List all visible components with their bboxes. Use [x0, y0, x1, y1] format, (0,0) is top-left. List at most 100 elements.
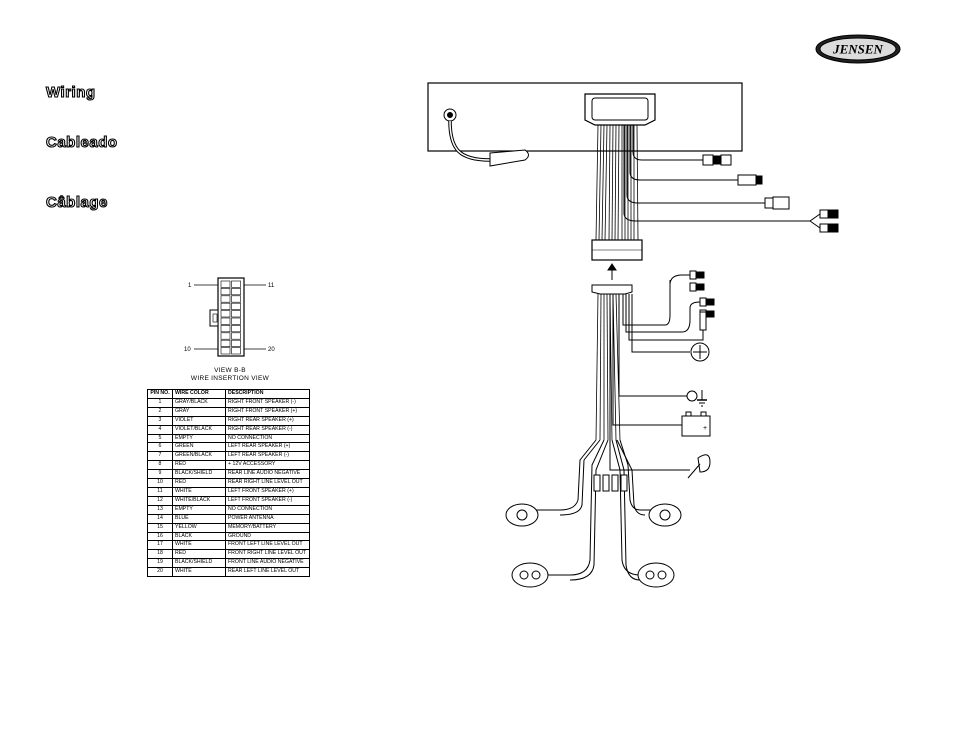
pin-number-cell: 10	[147, 478, 173, 488]
description-cell: FRONT LEFT LINE LEVEL OUT	[225, 540, 310, 551]
battery	[681, 415, 711, 437]
svg-text:+: +	[703, 425, 707, 432]
pin-number-cell: 6	[147, 442, 173, 453]
speaker-rear-left	[511, 562, 549, 588]
wire-color-cell: WHITE	[172, 486, 226, 497]
pin-number-cell: 2	[147, 406, 173, 417]
pin-number-cell: 1	[147, 397, 173, 408]
jensen-logo: JENSEN	[815, 34, 901, 64]
wire-color-cell: WHITE	[172, 540, 226, 551]
wire-color-cell: BLUE	[172, 513, 226, 524]
wire-color-cell: BLACK/SHIELD	[172, 558, 226, 569]
view-caption-line2: WIRE INSERTION VIEW	[190, 375, 270, 382]
description-cell: LEFT FRONT SPEAKER (+)	[225, 486, 310, 497]
ground-terminal	[686, 390, 698, 402]
pin-label-20: 20	[268, 347, 275, 353]
wire-color-cell: WHITE	[172, 567, 226, 578]
description-cell: RIGHT FRONT SPEAKER (-)	[225, 397, 310, 408]
connector-pin-cell	[231, 295, 241, 303]
description-cell: REAR LEFT LINE LEVEL OUT	[225, 567, 310, 578]
connector-pin-cell	[220, 347, 231, 355]
connector-pin-cell	[220, 325, 231, 333]
connector-pin-cell	[220, 332, 231, 340]
description-cell: RIGHT REAR SPEAKER (-)	[225, 424, 310, 435]
wire-color-cell: RED	[172, 478, 226, 488]
harness-housing	[584, 93, 656, 126]
description-cell: LEFT FRONT SPEAKER (-)	[225, 495, 310, 506]
connector-pin-cell	[220, 310, 231, 318]
pin-table-header: PIN NO. WIRE COLOR DESCRIPTION	[147, 389, 310, 399]
connector-pin-cell	[220, 280, 231, 288]
pin-label-10: 10	[184, 347, 191, 353]
wire-color-cell: WHITE/BLACK	[172, 495, 226, 506]
wire-color-cell: GREEN	[172, 442, 226, 453]
pin-number-cell: 20	[147, 567, 173, 578]
pin-number-cell: 11	[147, 486, 173, 497]
pin-number-cell: 16	[147, 531, 173, 542]
pin-number-cell: 4	[147, 424, 173, 435]
description-cell: REAR LINE AUDIO NEGATIVE	[225, 469, 310, 480]
head-unit	[427, 82, 743, 152]
pin-number-cell: 7	[147, 451, 173, 462]
wire-color-cell: VIOLET	[172, 415, 226, 426]
pin-number-cell: 3	[147, 415, 173, 426]
description-cell: LEFT REAR SPEAKER (-)	[225, 451, 310, 462]
header-pin-no: PIN NO.	[147, 389, 173, 399]
description-cell: RIGHT FRONT SPEAKER (+)	[225, 406, 310, 417]
heading-cableado: Cableado	[45, 133, 118, 151]
wire-color-cell: GREEN/BLACK	[172, 451, 226, 462]
pin-number-cell: 13	[147, 504, 173, 515]
description-cell: POWER ANTENNA	[225, 513, 310, 524]
pin-number-cell: 12	[147, 495, 173, 506]
connector-pin-cell	[220, 288, 231, 296]
wire-color-cell: GRAY	[172, 406, 226, 417]
connector-pin-cell	[231, 317, 241, 325]
pin-label-11: 11	[268, 283, 275, 289]
wire-color-cell: BLACK/SHIELD	[172, 469, 226, 480]
description-cell: LEFT REAR SPEAKER (+)	[225, 442, 310, 453]
heading-cablage: Câblage	[45, 193, 108, 211]
brand-text: JENSEN	[832, 42, 883, 57]
connector-pin-cell	[231, 325, 241, 333]
connector-pin-cell	[231, 310, 241, 318]
description-cell: FRONT LINE AUDIO NEGATIVE	[225, 558, 310, 569]
connector-pin-cell	[231, 280, 241, 288]
connector-pin-cell	[231, 302, 241, 310]
connector-pin-cell	[220, 339, 231, 347]
description-cell: REAR RIGHT LINE LEVEL OUT	[225, 478, 310, 488]
wire-color-cell: YELLOW	[172, 522, 226, 533]
view-caption: VIEW B-B WIRE INSERTION VIEW	[150, 367, 310, 383]
wire-color-cell: EMPTY	[172, 433, 226, 444]
description-cell: GROUND	[225, 531, 310, 542]
pin-number-cell: 5	[147, 433, 173, 444]
connector-pin-cell	[220, 317, 231, 325]
pin-number-cell: 14	[147, 513, 173, 524]
pin-number-cell: 18	[147, 549, 173, 560]
connector-pin-cell	[231, 339, 241, 347]
mating-plug	[591, 284, 633, 295]
view-caption-line1: VIEW B-B	[214, 367, 246, 374]
connector-pin-cell	[220, 302, 231, 310]
wire-color-cell: RED	[172, 549, 226, 560]
header-wire-color: WIRE COLOR	[172, 389, 226, 399]
pin-number-cell: 9	[147, 469, 173, 480]
connector-pin-view: 1 11 10 20	[184, 277, 275, 357]
description-cell: NO CONNECTION	[225, 504, 310, 515]
